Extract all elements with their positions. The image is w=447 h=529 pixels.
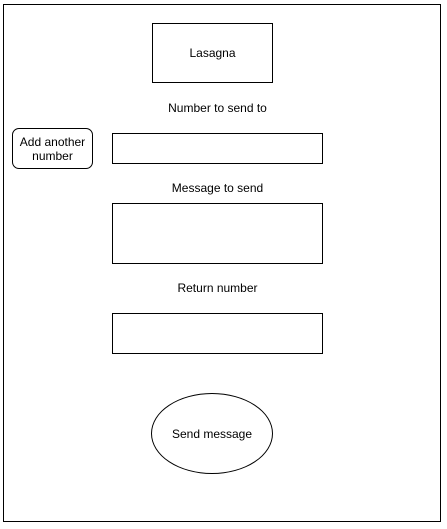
number-to-send-label: Number to send to: [168, 101, 267, 115]
message-to-send-label: Message to send: [171, 181, 264, 195]
message-to-send-textarea[interactable]: [112, 203, 323, 264]
send-message-button[interactable]: Send message: [151, 393, 273, 474]
return-number-label: Return number: [177, 281, 258, 295]
app-title: Lasagna: [189, 46, 236, 60]
number-to-send-input[interactable]: [112, 133, 323, 164]
add-another-number-label: Add another number: [19, 134, 86, 163]
add-another-number-button[interactable]: Add another number: [12, 128, 93, 169]
app-title-box: Lasagna: [152, 23, 273, 83]
return-number-input[interactable]: [112, 313, 323, 354]
send-message-label: Send message: [171, 426, 253, 441]
